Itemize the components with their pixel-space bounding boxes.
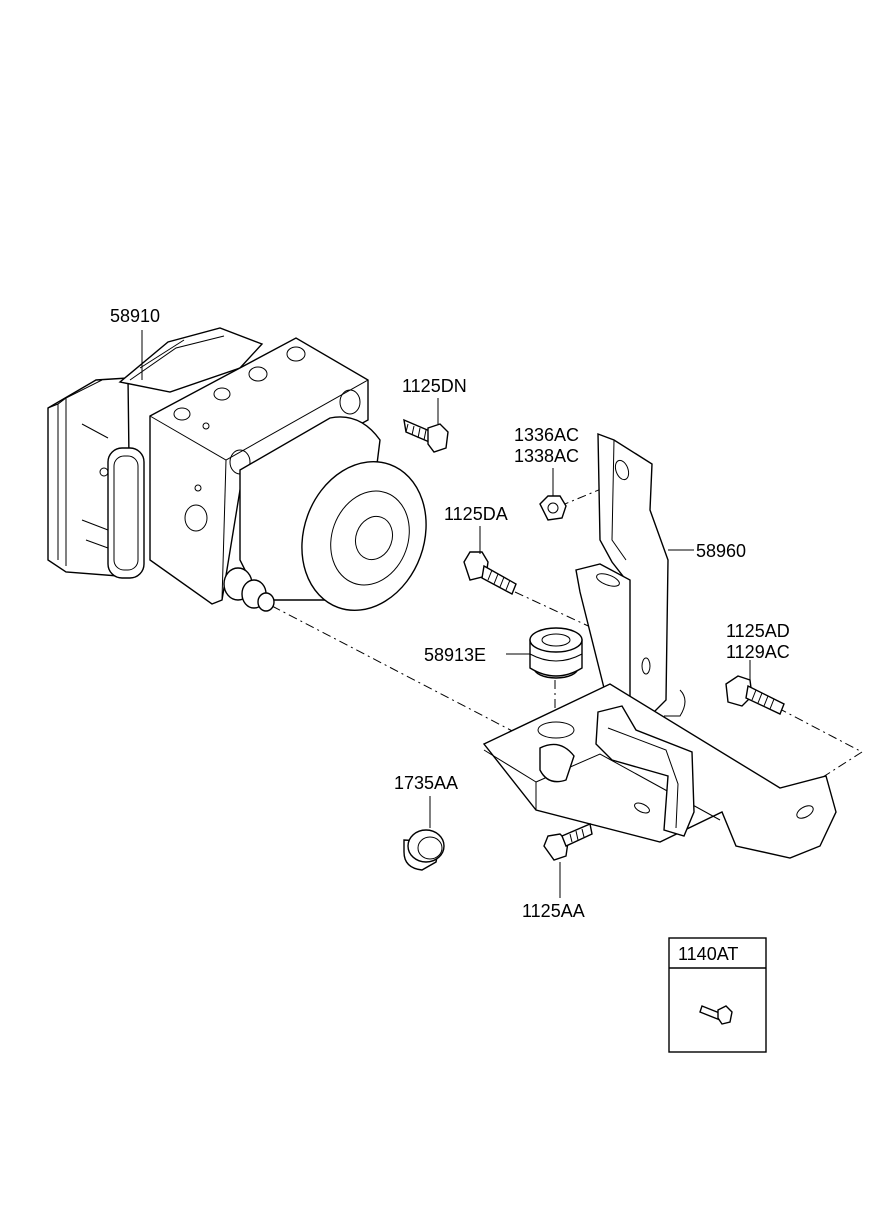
inset-box-1140at: 1140AT (668, 937, 767, 1053)
bracket-drawing (482, 432, 837, 859)
label-58910: 58910 (110, 306, 160, 326)
label-58960: 58960 (696, 541, 746, 561)
label-1336ac: 1336AC (514, 425, 579, 445)
label-1129ac: 1129AC (726, 642, 790, 662)
label-1338ac: 1338AC (514, 446, 579, 466)
cap-drawing (403, 829, 445, 871)
nut-drawing (539, 495, 567, 521)
label-1125da: 1125DA (444, 504, 508, 524)
bolt-1125dn-drawing (403, 418, 449, 453)
label-58913e: 58913E (424, 645, 486, 665)
label-1735aa: 1735AA (394, 773, 458, 793)
inset-title: 1140AT (678, 944, 738, 964)
label-1125ad: 1125AD (726, 621, 790, 641)
label-1125dn: 1125DN (402, 376, 467, 396)
bolt-1125aa-drawing (543, 823, 593, 861)
bushing-drawing (529, 627, 583, 679)
bolt-1125da-drawing (463, 551, 517, 595)
label-1125aa: 1125AA (522, 901, 585, 921)
inset-bolt-drawing (699, 1005, 733, 1025)
leader-lines (141, 330, 751, 898)
bolt-1125ad-drawing (725, 675, 785, 715)
hydraulic-unit-drawing (47, 327, 427, 612)
part-labels: 58910 1125DN 1336AC 1338AC 1125DA 58960 … (110, 306, 790, 921)
